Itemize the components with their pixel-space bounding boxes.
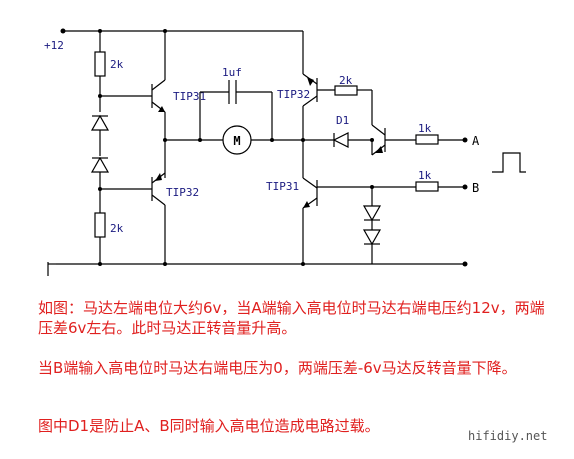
diode-left-2 bbox=[90, 156, 110, 173]
transistor-q2 bbox=[100, 172, 166, 264]
pulse-waveform bbox=[492, 152, 526, 173]
d1-label: D1 bbox=[336, 114, 349, 127]
input-b-path bbox=[362, 181, 468, 264]
diode-right-1 bbox=[362, 205, 382, 222]
diode-right-2 bbox=[362, 229, 382, 246]
q4-label: TIP31 bbox=[266, 180, 299, 193]
description-paragraph-2: 当B端输入高电位时马达右端电压为0，两端压差-6v马达反转音量下降。 bbox=[38, 359, 517, 377]
power-rail-top bbox=[60, 28, 303, 34]
q2-label: TIP32 bbox=[166, 186, 199, 199]
resistor-base-q3 bbox=[334, 85, 358, 96]
q3-label: TIP32 bbox=[277, 88, 310, 101]
r-base-q3-label: 2k bbox=[339, 74, 353, 87]
left-bias-chain bbox=[90, 31, 110, 264]
motor-label: M bbox=[233, 134, 240, 148]
description-paragraph-3: 图中D1是防止A、B同时输入高电位造成电路过载。 bbox=[38, 417, 380, 435]
cap-label: 1uf bbox=[222, 66, 242, 79]
diode-left-1 bbox=[90, 114, 110, 131]
resistor-top-left bbox=[94, 51, 106, 77]
input-b-label: B bbox=[472, 181, 479, 195]
resistor-bottom-left bbox=[94, 212, 106, 238]
r-in-a-label: 1k bbox=[418, 122, 432, 135]
r-bottom-left-label: 2k bbox=[110, 222, 124, 235]
input-a-label: A bbox=[472, 134, 480, 148]
transistor-q1 bbox=[100, 29, 167, 178]
ground-rail bbox=[47, 261, 468, 276]
r-top-left-label: 2k bbox=[110, 58, 124, 71]
input-a-path bbox=[415, 134, 468, 145]
circuit-schematic: +12 2k 2k TIP31 bbox=[44, 28, 526, 276]
motor-bridge bbox=[163, 80, 303, 155]
diode-d1 bbox=[303, 132, 372, 148]
q1-label: TIP31 bbox=[173, 90, 206, 103]
r-in-b-label: 1k bbox=[418, 169, 432, 182]
transistor-q4 bbox=[302, 177, 372, 264]
transistor-q3 bbox=[301, 31, 372, 178]
driver-transistor-a bbox=[370, 90, 416, 156]
supply-label: +12 bbox=[44, 39, 64, 52]
description-paragraph-1: 如图：马达左端电位大约6v，当A端输入高电位时马达右端电压约12v，两端压差6v… bbox=[38, 299, 545, 337]
watermark: hifidiy.net bbox=[468, 429, 548, 443]
